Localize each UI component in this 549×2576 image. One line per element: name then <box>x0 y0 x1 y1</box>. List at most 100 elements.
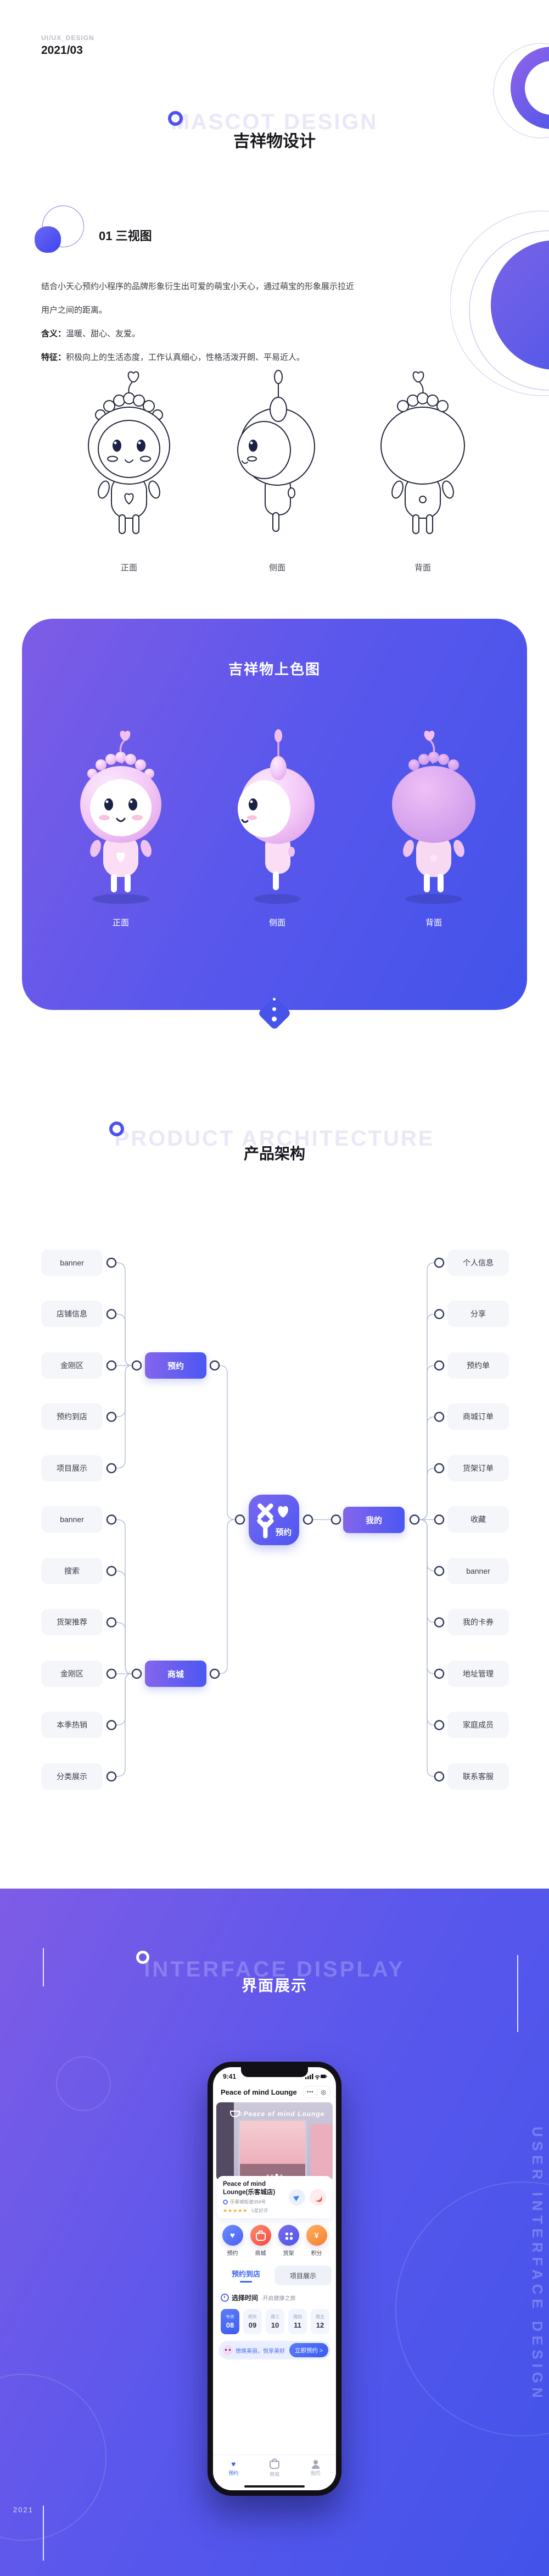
time-select-header: 选择时间 ·开启健康之旅 <box>213 2286 336 2303</box>
store-rating: ★★★★★ 5星好评 <box>223 2207 289 2214</box>
store-hero-banner[interactable]: Peace of mind Lounge <box>216 2102 333 2180</box>
interface-section-title: 界面展示 <box>241 1977 307 1994</box>
tabbar-mine[interactable]: 我的 <box>295 2455 336 2481</box>
location-pin-icon <box>223 2199 228 2205</box>
home-indicator[interactable] <box>244 2485 305 2488</box>
call-button[interactable] <box>310 2189 326 2206</box>
coin-icon: ¥ <box>314 2231 319 2240</box>
top-right-ring-decoration <box>493 43 549 138</box>
mindmap-item: 金刚区 <box>41 1352 103 1379</box>
heart-icon: ♥ <box>230 2230 235 2240</box>
close-target-icon[interactable]: ◎ <box>321 2089 326 2096</box>
status-icons <box>305 2074 327 2080</box>
status-bar: 9:41 <box>213 2067 336 2084</box>
mindmap-item: 分享 <box>447 1301 509 1327</box>
notice-text: 想焕美丽，悦享美好 <box>236 2348 285 2355</box>
navigate-button[interactable] <box>289 2189 305 2206</box>
mindmap-item: banner <box>41 1506 103 1533</box>
tabbar-mall[interactable]: 商城 <box>254 2455 295 2481</box>
mindmap-item: 地址管理 <box>447 1661 509 1687</box>
mindmap-item: 金刚区 <box>41 1661 103 1687</box>
phone-mockup: 9:41 Peace of mind Lounge <box>208 2062 341 2496</box>
hero-brand-text: Peace of mind Lounge <box>243 2110 325 2118</box>
view-label-back: 背面 <box>414 563 432 573</box>
card-title: 吉祥物上色图 <box>228 661 321 678</box>
quick-icon-points[interactable]: ¥ 积分 <box>306 2225 327 2257</box>
book-now-button[interactable]: 立即预约 > <box>289 2343 328 2357</box>
mindmap-item: 商城订单 <box>447 1403 509 1430</box>
app-title: Peace of mind Lounge <box>221 2088 297 2096</box>
grid-icon <box>285 2232 288 2235</box>
mindmap-item: banner <box>447 1558 509 1584</box>
edge-tick <box>517 1955 518 2032</box>
architecture-ghost-title: PRODUCT ARCHITECTURE <box>114 1126 435 1151</box>
navigation-arrow-icon <box>293 2194 301 2201</box>
bag-icon <box>255 2230 266 2241</box>
mindmap-item: banner <box>41 1250 103 1276</box>
store-info-card: Peace of mind Lounge(乐客城店) 乐客城街道356号 ★★★… <box>217 2176 332 2218</box>
quick-icon-booking[interactable]: ♥ 预约 <box>222 2225 243 2257</box>
store-address: 乐客城街道356号 <box>223 2199 289 2205</box>
hero-wall <box>310 2124 333 2180</box>
content-tabs: 预约到店 项目展示 <box>217 2264 332 2286</box>
clock-icon <box>221 2294 229 2302</box>
mascot-side-colored <box>238 729 315 904</box>
mindmap-item: 项目展示 <box>41 1455 103 1481</box>
mindmap-connectors <box>106 1257 445 1782</box>
right-circle-decoration <box>450 210 549 396</box>
mini-program-navbar: Peace of mind Lounge ••• ◎ <box>213 2084 336 2101</box>
ring-decoration <box>56 2056 111 2111</box>
tab-booking-arrival[interactable]: 预约到店 <box>217 2268 274 2283</box>
mindmap-item: 预约单 <box>447 1352 509 1379</box>
title-ring-icon <box>168 111 183 126</box>
mindmap-item: 个人信息 <box>447 1250 509 1276</box>
mascot-back-lineart <box>380 371 465 534</box>
person-icon <box>311 2460 320 2469</box>
quick-icon-mall[interactable]: 商城 <box>250 2225 271 2257</box>
mindmap-item: 家庭成员 <box>447 1712 509 1738</box>
more-icon[interactable]: ••• <box>306 2089 314 2095</box>
mascot-front-colored <box>80 730 161 904</box>
mindmap-node-mall: 商城 <box>145 1661 206 1687</box>
phone-icon <box>312 2191 324 2203</box>
mindmap-item: 联系客服 <box>447 1763 509 1790</box>
miniprogram-capsule[interactable]: ••• ◎ <box>302 2086 330 2098</box>
header-date: 2021/03 <box>41 44 83 57</box>
carousel-dots[interactable] <box>266 2174 283 2177</box>
title-ring-icon <box>109 1122 124 1136</box>
tabbar-booking[interactable]: ♥ 预约 <box>228 2460 239 2476</box>
bag-icon <box>270 2458 279 2469</box>
mindmap-item: 货架订单 <box>447 1455 509 1481</box>
tab-project-display[interactable]: 项目展示 <box>274 2266 332 2285</box>
app-icon-mascot: 预约 <box>249 1495 299 1545</box>
section-number-label: 01 三视图 <box>99 229 152 243</box>
heart-icon: ♥ <box>231 2460 236 2468</box>
mascot-glyph-icon: 预约 <box>257 1503 292 1539</box>
mindmap-item: 分类展示 <box>41 1763 103 1790</box>
mindmap-item: 本季热销 <box>41 1712 103 1738</box>
mini-mascot-icon <box>223 2345 233 2355</box>
interface-ghost-title: INTERFACE DISPLAY <box>144 1957 405 1981</box>
card-view-label-front: 正面 <box>112 918 130 928</box>
section-deco-blob <box>35 226 61 253</box>
promo-notice-bar: 想焕美丽，悦享美好 立即预约 > <box>219 2341 330 2360</box>
tail-dot <box>272 1007 276 1011</box>
year-label: 2021 <box>13 2506 33 2514</box>
store-name: Peace of mind Lounge(乐客城店) <box>223 2181 276 2196</box>
section-deco-circle <box>42 206 84 247</box>
quick-entry-icons: ♥ 预约 商城 货架 ¥ 积分 <box>213 2218 336 2259</box>
card-view-label-side: 侧面 <box>268 918 286 928</box>
quick-icon-shelf[interactable]: 货架 <box>278 2225 299 2257</box>
title-ring-icon <box>136 1951 149 1964</box>
edge-tick <box>43 1948 44 1986</box>
rating-label: 5星好评 <box>251 2208 268 2213</box>
cup-icon <box>230 2111 242 2118</box>
mindmap-node-booking: 预约 <box>145 1352 206 1379</box>
mindmap-node-mine: 我的 <box>343 1507 405 1533</box>
